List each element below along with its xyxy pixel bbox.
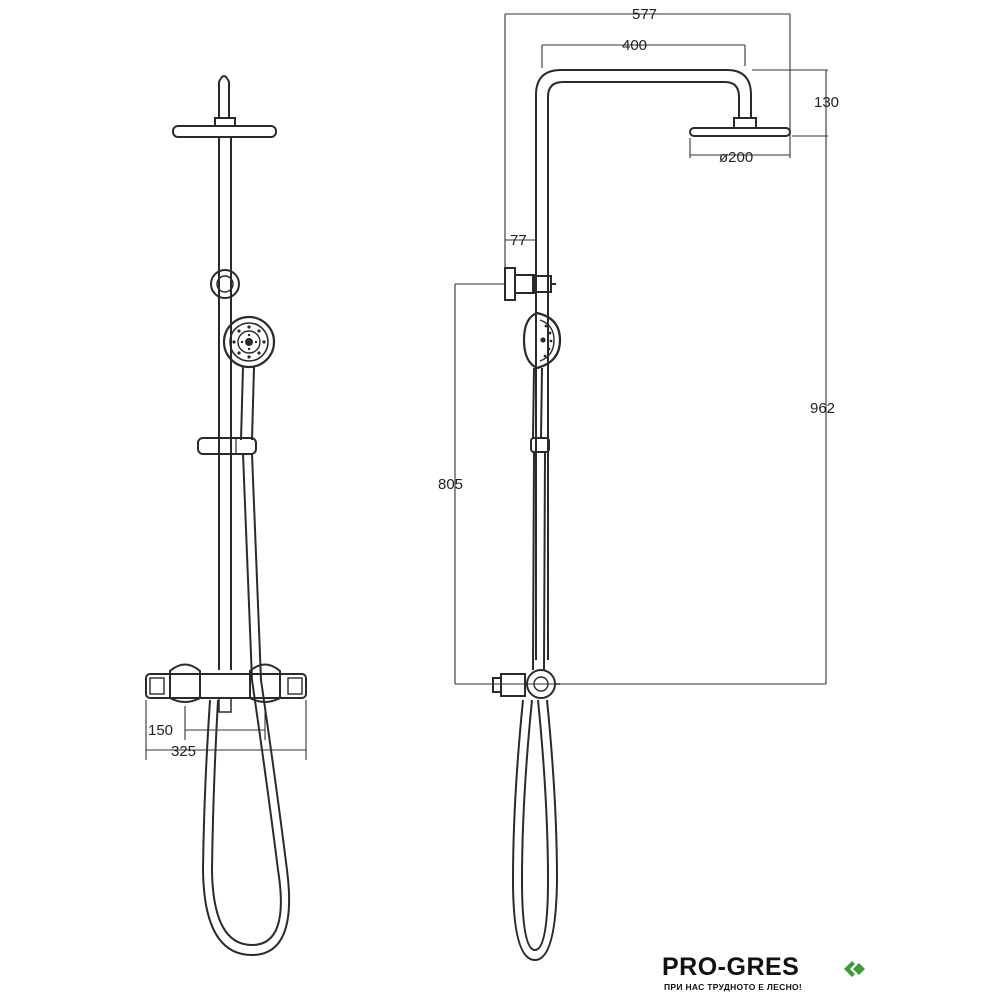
brand-logo: PRO-GRES ПРИ НАС ТРУДНОТО Е ЛЕСНО! xyxy=(662,953,922,993)
front-dimensions xyxy=(145,700,307,760)
brand-tagline: ПРИ НАС ТРУДНОТО Е ЛЕСНО! xyxy=(664,982,803,992)
brand-name: PRO-GRES xyxy=(662,953,800,981)
thermostatic-mixer xyxy=(145,663,307,713)
riser-and-arm xyxy=(535,69,752,660)
dim-label-arm-reach-to-head: 400 xyxy=(622,37,647,54)
side-dimensions xyxy=(454,13,828,685)
dim-label-mixer-width: 325 xyxy=(171,743,196,760)
dim-label-wall-offset: 77 xyxy=(510,232,527,249)
dim-label-head-diameter: ø200 xyxy=(719,149,753,166)
side-view xyxy=(454,13,828,962)
dim-label-arm-reach-total: 577 xyxy=(632,6,657,23)
overhead-shower-head xyxy=(172,75,277,138)
shower-hose xyxy=(201,453,291,957)
front-view xyxy=(145,75,307,957)
dim-label-total-height: 962 xyxy=(810,400,835,417)
dim-label-valve-spacing: 150 xyxy=(148,722,173,739)
wall-bracket-ring xyxy=(210,269,240,299)
double-diamond-arrow-icon xyxy=(844,961,865,977)
dim-label-head-height: 130 xyxy=(814,94,839,111)
side-wall-bracket xyxy=(504,267,556,301)
riser-pipe xyxy=(218,137,232,670)
side-slider-holder xyxy=(530,437,550,453)
hand-shower xyxy=(222,315,276,441)
side-shower-hose xyxy=(511,451,559,962)
side-overhead-shower-head xyxy=(689,117,791,137)
dim-label-bracket-to-mixer: 805 xyxy=(438,476,463,493)
slider-holder xyxy=(197,437,257,455)
side-hand-shower xyxy=(522,311,562,439)
